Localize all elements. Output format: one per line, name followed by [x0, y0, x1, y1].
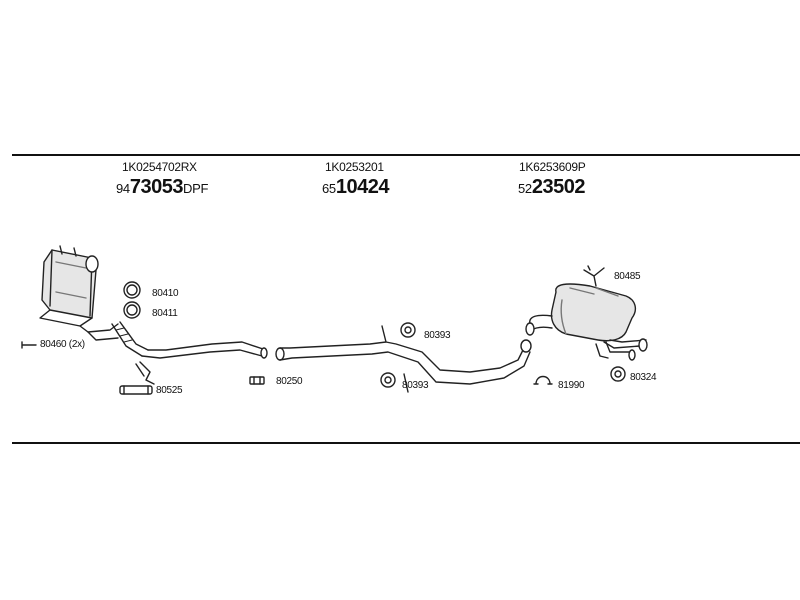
- rubber-hanger-icon-2: [380, 372, 396, 388]
- pipe-clamp-icon: [533, 375, 553, 385]
- rubber-hanger-80324-icon: [610, 366, 626, 382]
- code-rear: 5223502: [518, 176, 586, 198]
- code-middle: 6510424: [322, 176, 390, 198]
- label-80393-a: 80393: [424, 330, 451, 341]
- label-80410: 80410: [152, 288, 179, 299]
- label-81990: 81990: [558, 380, 585, 391]
- bottom-divider: [12, 442, 800, 444]
- clamp-80250-icon: [249, 376, 265, 385]
- label-80393-b: 80393: [402, 380, 429, 391]
- label-80324: 80324: [630, 372, 657, 383]
- middle-pipe-icon: [275, 325, 532, 393]
- gasket-ring-icon: [123, 281, 141, 299]
- clamp-80525-icon: [119, 385, 153, 395]
- label-80411: 80411: [152, 308, 178, 319]
- hanger-80485-icon: [583, 265, 605, 287]
- part-number-front: 1K0254702RX: [122, 160, 197, 174]
- label-80460: 80460 (2x): [40, 339, 85, 350]
- rubber-hanger-icon: [400, 322, 416, 338]
- label-80485: 80485: [614, 271, 641, 282]
- dpf-unit-icon: [39, 245, 268, 385]
- bolt-icon: [21, 341, 37, 349]
- code-front: 9473053DPF: [116, 176, 209, 198]
- gasket-ring-icon-2: [123, 301, 141, 319]
- top-divider: [12, 154, 800, 156]
- part-number-rear: 1K6253609P: [519, 160, 586, 174]
- label-80250: 80250: [276, 376, 303, 387]
- rear-muffler-icon: [525, 283, 648, 361]
- part-number-middle: 1K0253201: [325, 160, 384, 174]
- label-80525: 80525: [156, 385, 183, 396]
